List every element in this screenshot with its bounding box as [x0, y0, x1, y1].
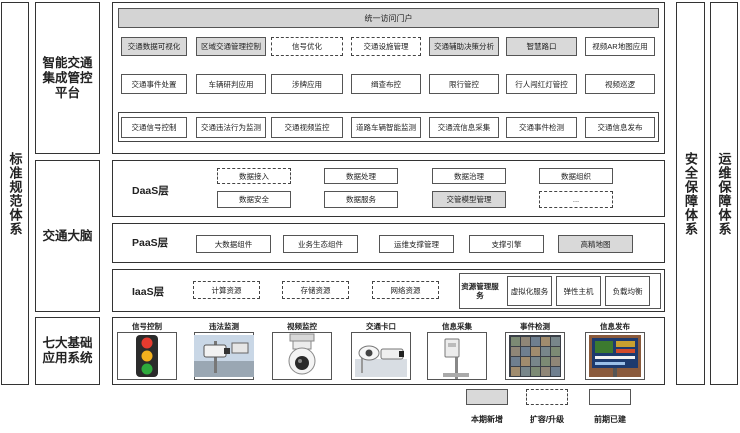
platform-app-2-5[interactable]: 限行管控 [429, 74, 499, 94]
platform-app-2-6[interactable]: 行人闯红灯管控 [506, 74, 577, 94]
ops-system-label: 运维保障体系 [716, 151, 732, 236]
video-wall-icon [509, 335, 561, 377]
checkpoint-camera-icon [355, 335, 407, 377]
platform-app-1-5[interactable]: 交通辅助决策分析 [429, 37, 499, 56]
daas-item-2-4[interactable]: ... [539, 191, 613, 208]
daas-label: DaaS层 [132, 184, 169, 197]
app-system-2[interactable] [194, 332, 254, 380]
app-system-5[interactable] [427, 332, 487, 380]
platform-app-2-3[interactable]: 涉牌应用 [271, 74, 343, 94]
platform-app-1-3[interactable]: 信号优化 [271, 37, 343, 56]
app-system-7[interactable] [585, 332, 645, 380]
traffic-light-icon [132, 334, 162, 378]
iaas-label: IaaS层 [132, 285, 165, 298]
elastic-host[interactable]: 弹性主机 [556, 276, 601, 306]
platform-app-1-4[interactable]: 交通设施管理 [351, 37, 421, 56]
platform-app-1-6[interactable]: 智慧路口 [506, 37, 577, 56]
paas-item-1[interactable]: 大数据组件 [196, 235, 271, 253]
app-label-2: 违法监测 [209, 322, 239, 331]
standards-system-panel: 标准规范体系 [1, 2, 29, 385]
virtualization-service[interactable]: 虚拟化服务 [507, 276, 552, 306]
standards-system-label: 标准规范体系 [7, 151, 23, 236]
paas-label: PaaS层 [132, 236, 169, 249]
app-system-4[interactable] [351, 332, 411, 380]
legend-label-2: 扩容/升级 [529, 415, 565, 424]
platform-app-3-6[interactable]: 交通事件检测 [506, 117, 577, 138]
daas-item-1-2[interactable]: 数据处理 [324, 168, 398, 184]
daas-item-1-4[interactable]: 数据组织 [539, 168, 613, 184]
iaas-item-3[interactable]: 网络资源 [372, 281, 439, 299]
daas-item-2-1[interactable]: 数据安全 [217, 191, 291, 208]
paas-item-5[interactable]: 高精地图 [558, 235, 633, 253]
platform-app-1-7[interactable]: 视频AR地图应用 [585, 37, 655, 56]
legend-label-1: 本期新增 [471, 415, 503, 424]
app-system-6[interactable] [505, 332, 565, 380]
platform-app-2-4[interactable]: 缉查布控 [351, 74, 421, 94]
paas-item-4[interactable]: 支撑引擎 [469, 235, 544, 253]
app-label-5: 信息采集 [442, 322, 472, 331]
app-system-1[interactable] [117, 332, 177, 380]
platform-row-label: 智能交通集成管控平台 [35, 2, 100, 154]
platform-app-1-1[interactable]: 交通数据可视化 [121, 37, 187, 56]
paas-item-2[interactable]: 业务生态组件 [283, 235, 358, 253]
platform-app-3-4[interactable]: 道路车辆智能监测 [351, 117, 421, 138]
legend-swatch-2 [526, 389, 568, 405]
security-system-panel: 安全保障体系 [676, 2, 705, 385]
app-label-1: 信号控制 [132, 322, 162, 331]
load-balancing[interactable]: 负载均衡 [605, 276, 650, 306]
platform-app-2-7[interactable]: 视频巡逻 [585, 74, 655, 94]
detector-pole-icon [439, 333, 475, 379]
iaas-item-2[interactable]: 存储资源 [282, 281, 349, 299]
app-label-6: 事件检测 [520, 322, 550, 331]
app-label-4: 交通卡口 [366, 322, 396, 331]
platform-app-3-3[interactable]: 交通视频监控 [271, 117, 343, 138]
platform-row-3-frame [118, 112, 659, 142]
legend-swatch-3 [589, 389, 631, 405]
daas-item-2-2[interactable]: 数据服务 [324, 191, 398, 208]
legend-label-3: 前期已建 [594, 415, 626, 424]
platform-app-3-1[interactable]: 交通信号控制 [121, 117, 187, 138]
resource-mgmt-frame [459, 273, 661, 309]
dome-camera-icon [282, 333, 322, 379]
paas-item-3[interactable]: 运维支撑管理 [379, 235, 454, 253]
platform-app-2-2[interactable]: 车辆研判应用 [196, 74, 266, 94]
app-label-3: 视频监控 [287, 322, 317, 331]
daas-item-1-3[interactable]: 数据治理 [432, 168, 506, 184]
app-system-3[interactable] [272, 332, 332, 380]
platform-app-1-2[interactable]: 区域交通管理控制 [196, 37, 266, 56]
daas-item-1-1[interactable]: 数据接入 [217, 168, 291, 184]
unified-portal[interactable]: 统一访问门户 [118, 8, 659, 28]
legend-swatch-1 [466, 389, 508, 405]
app-label-7: 信息发布 [600, 322, 630, 331]
resource-mgmt-label: 资源管理服务 [461, 276, 499, 306]
platform-app-3-5[interactable]: 交通流信息采集 [429, 117, 499, 138]
message-sign-icon [589, 335, 641, 377]
iaas-item-1[interactable]: 计算资源 [193, 281, 260, 299]
security-system-label: 安全保障体系 [683, 151, 698, 236]
enforcement-camera-icon [194, 335, 254, 377]
brain-row-label: 交通大脑 [35, 160, 100, 312]
platform-app-3-2[interactable]: 交通违法行为监测 [196, 117, 266, 138]
systems-row-label: 七大基础应用系统 [35, 317, 100, 385]
daas-item-2-3[interactable]: 交管模型管理 [432, 191, 506, 208]
ops-system-panel: 运维保障体系 [710, 2, 738, 385]
platform-app-2-1[interactable]: 交通事件处置 [121, 74, 187, 94]
platform-app-3-7[interactable]: 交通信息发布 [585, 117, 655, 138]
